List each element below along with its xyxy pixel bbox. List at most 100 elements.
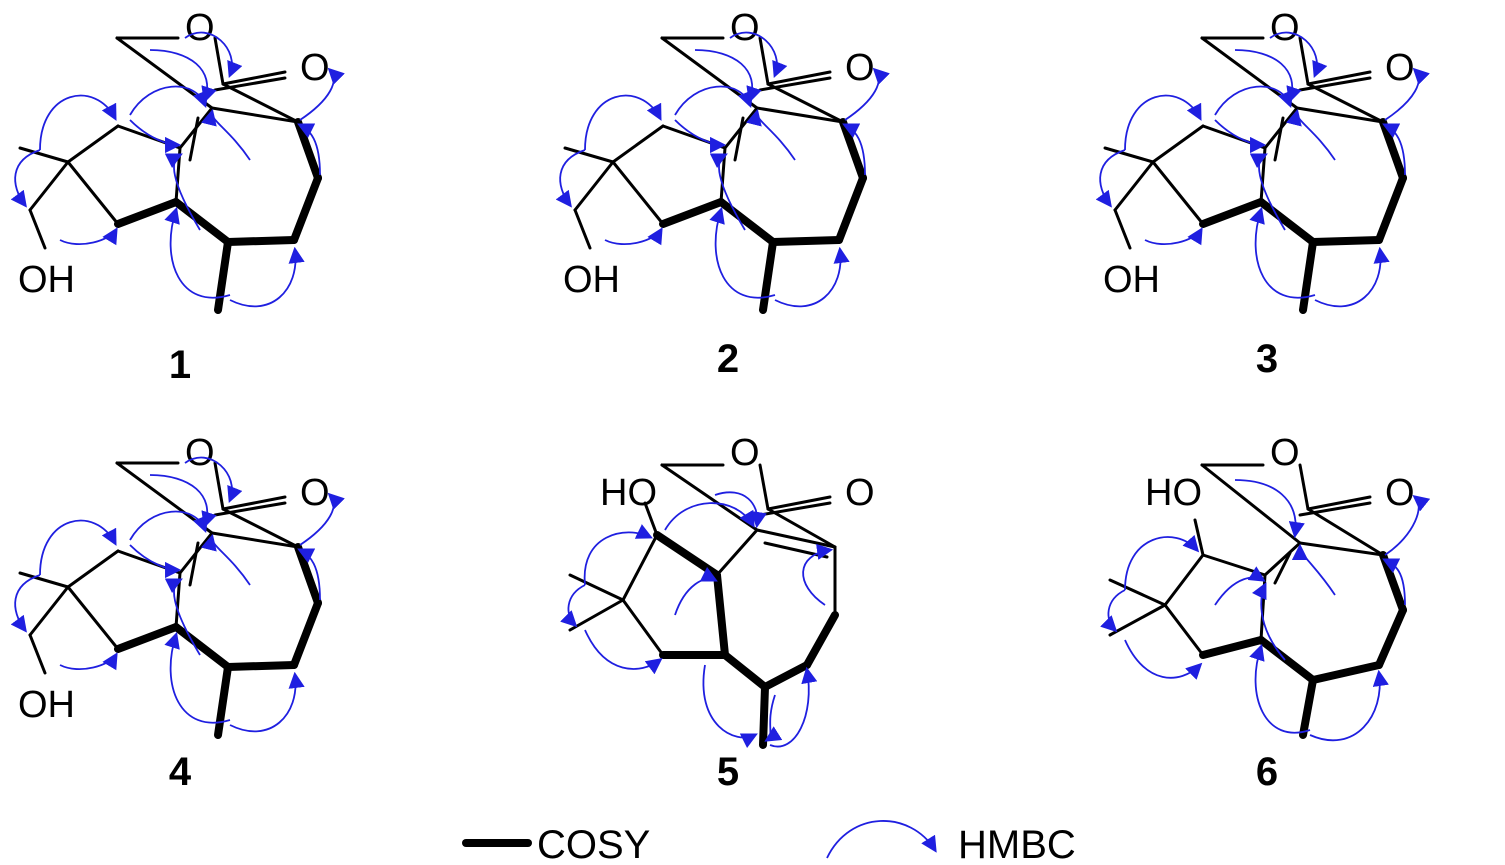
bond (1163, 603, 1205, 657)
bond (621, 598, 665, 657)
cosy-bond (1299, 238, 1317, 314)
hmbc-arrow (1384, 494, 1431, 556)
compound-number: 3 (1256, 337, 1278, 381)
bond (1298, 541, 1385, 557)
cosy-bond (769, 236, 843, 246)
hmbc-arrow (604, 227, 663, 246)
hmbc-arrow (1124, 94, 1202, 151)
hmbc-arrow (560, 584, 586, 628)
hmbc-arrow (1214, 566, 1266, 606)
hydroxyl-label: HO (600, 472, 657, 514)
bond (1306, 70, 1372, 86)
ring-oxygen: O (730, 7, 760, 49)
bond (1273, 551, 1292, 585)
hmbc-arrow (1382, 123, 1406, 176)
hydroxyl-label: OH (563, 259, 620, 301)
compound-2: O O OH (555, 7, 890, 314)
bond (1108, 578, 1167, 607)
bond (66, 549, 120, 589)
bond (18, 571, 70, 589)
cosy-bond (717, 198, 777, 246)
bond (66, 160, 120, 226)
hydroxyl-label: HO (1145, 472, 1202, 514)
hmbc-arrow (1249, 153, 1286, 231)
hmbc-arrow (1291, 543, 1336, 596)
hmbc-arrow (59, 652, 118, 671)
bond (611, 124, 665, 164)
cosy-bond (653, 531, 721, 579)
cosy-bond (759, 238, 777, 314)
hmbc-arrow (1249, 206, 1316, 299)
bond (573, 160, 615, 212)
hmbc-arrow (129, 85, 209, 116)
hmbc-arrow (1249, 643, 1311, 734)
bond (1273, 116, 1285, 162)
bond (758, 76, 832, 92)
hmbc-arrow (555, 149, 586, 208)
bond (28, 160, 70, 212)
hmbc-arrow (201, 108, 251, 161)
carbonyl-oxygen: O (845, 47, 875, 89)
cosy-bond (172, 198, 232, 246)
bond (1200, 463, 1302, 545)
bond (1295, 106, 1385, 124)
cosy-bond (1199, 636, 1265, 659)
ring-oxygen: O (1270, 7, 1300, 49)
ring-oxygen: O (185, 7, 215, 49)
hmbc-arrow (39, 94, 117, 151)
bond (28, 633, 47, 675)
bond (643, 501, 659, 537)
hmbc-arrow (10, 149, 41, 208)
bond (766, 495, 832, 511)
bond (1306, 495, 1372, 511)
bond (766, 70, 832, 86)
hmbc-arrow (10, 574, 41, 633)
ring-oxygen: O (185, 432, 215, 474)
compound-number: 5 (717, 750, 739, 794)
cosy-bond (114, 623, 180, 653)
bond (28, 208, 47, 250)
hmbc-arrow (664, 502, 755, 531)
hmbc-arrow (164, 153, 201, 231)
hydroxyl-label: OH (18, 259, 75, 301)
hmbc-arrow (164, 578, 201, 656)
bond (221, 70, 287, 86)
hmbc-arrow (1251, 582, 1286, 661)
cosy-bond (224, 236, 298, 246)
legend-hmbc-swatch (826, 820, 937, 859)
bond (715, 528, 759, 577)
hmbc-arrow (702, 664, 758, 749)
bond (758, 501, 832, 517)
hmbc-arrow (584, 94, 662, 151)
bond (568, 598, 625, 632)
bond (66, 124, 120, 164)
cosy-bond (172, 623, 232, 671)
bond (766, 82, 845, 124)
carbonyl-oxygen: O (1385, 472, 1415, 514)
bond (621, 533, 659, 602)
hmbc-arrow (1124, 534, 1200, 591)
legend: COSY HMBC (462, 820, 1076, 865)
bond (210, 531, 300, 549)
bond (733, 116, 745, 162)
hmbc-arrow (164, 206, 231, 299)
carbonyl-oxygen: O (845, 472, 875, 514)
bond (1151, 124, 1205, 164)
bond (18, 146, 70, 164)
hmbc-arrow (764, 694, 783, 742)
bond (1151, 160, 1205, 226)
bond (188, 541, 200, 587)
bond (611, 160, 665, 226)
cosy-bond (713, 571, 729, 659)
hmbc-arrow (129, 510, 209, 541)
cosy-bond (214, 663, 232, 739)
bond (213, 501, 287, 517)
hmbc-arrow (1382, 558, 1406, 606)
compound-number: 4 (169, 750, 192, 794)
bond (755, 106, 845, 124)
cosy-bond (721, 651, 769, 691)
